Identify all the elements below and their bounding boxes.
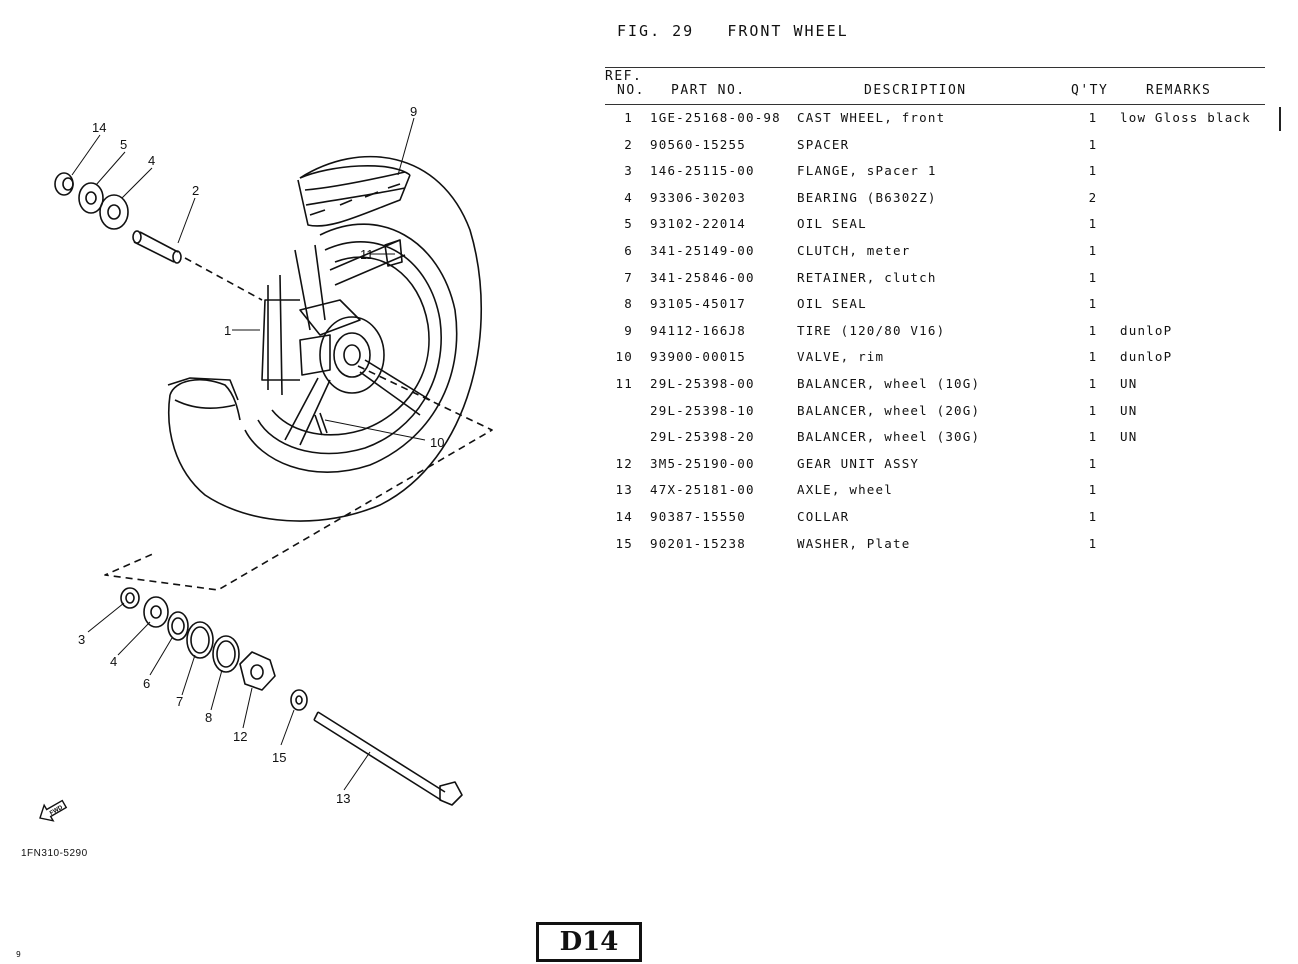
callout-8: 8 (205, 710, 212, 725)
header-ref-line1: REF. (605, 69, 643, 84)
callout-6: 6 (143, 676, 150, 691)
figure-code: 1FN310-5290 (21, 848, 88, 859)
callout-2: 2 (192, 183, 199, 198)
header-description: DESCRIPTION (864, 83, 967, 98)
header-part-no: PART NO. (671, 83, 746, 98)
change-bar (1279, 107, 1281, 131)
fwd-arrow-icon: FWD (39, 799, 68, 822)
callout-14: 14 (92, 120, 106, 135)
figure-name: FRONT WHEEL (727, 22, 849, 40)
callout-11: 11 (360, 247, 374, 262)
callout-4: 4 (148, 153, 155, 168)
callout-5: 5 (120, 137, 127, 152)
figure-label: FIG. 29 (617, 22, 695, 40)
callout-7: 7 (176, 694, 183, 709)
callout-15: 15 (272, 750, 286, 765)
hub-outer (319, 316, 385, 394)
callout-10: 10 (430, 435, 444, 450)
header-remarks: REMARKS (1146, 83, 1212, 98)
callout-13: 13 (336, 791, 350, 806)
header-qty: Q'TY (1071, 83, 1109, 98)
callout-12: 12 (233, 729, 247, 744)
header-ref-line2: NO. (617, 83, 645, 98)
exploded-wheel-diagram: 14 5 4 2 9 11 1 10 3 4 6 7 8 12 15 13 FW… (39, 104, 493, 822)
callout-9: 9 (410, 104, 417, 119)
parts-table-header: REF. NO. PART NO. DESCRIPTION Q'TY REMAR… (605, 67, 1265, 105)
callout-1: 1 (224, 323, 231, 338)
corner-mark: 9 (16, 950, 21, 959)
page-code-box: D14 (536, 922, 642, 962)
tire-outline (167, 155, 483, 522)
rim-outline (244, 223, 458, 473)
figure-title: FIG. 29 FRONT WHEEL (617, 22, 849, 40)
callout-3: 3 (78, 632, 85, 647)
callout-4-lower: 4 (110, 654, 117, 669)
